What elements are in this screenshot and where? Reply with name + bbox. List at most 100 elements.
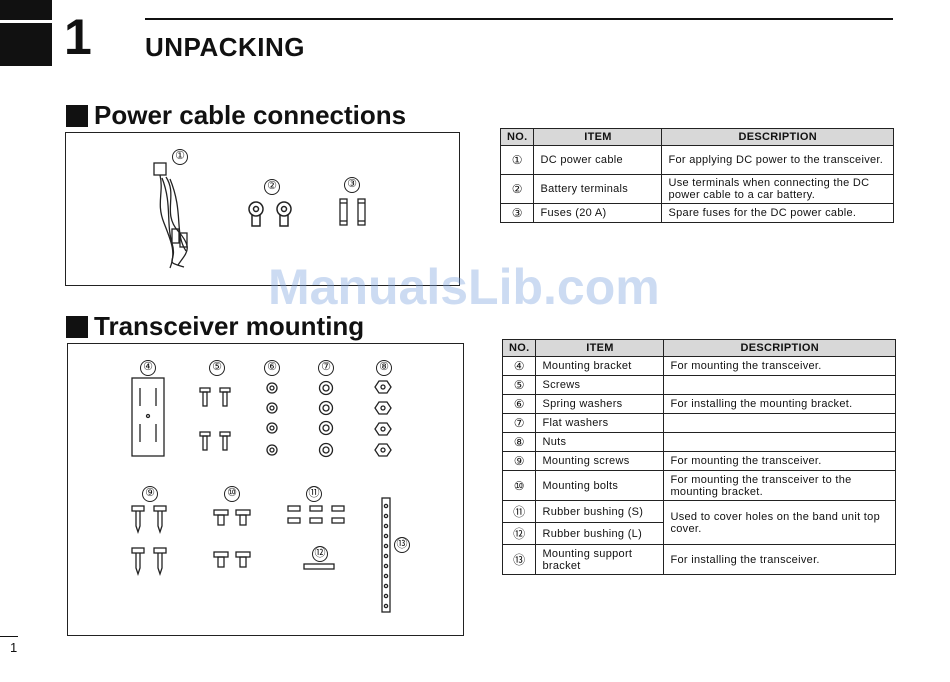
row-item: Battery terminals [533,174,663,204]
row-item: Rubber bushing (L) [535,522,665,545]
callout-11: ⑪ [306,486,322,502]
row-item: Mounting screws [535,451,665,471]
mounting-bolt-icon [213,509,251,568]
row-description: Use terminals when connecting the DC pow… [661,174,894,204]
nut-icon [374,380,392,457]
callout-7: ⑦ [318,360,334,376]
row-description: For mounting the transceiver to the moun… [663,470,896,501]
dc-power-cable-icon [153,162,188,269]
row-no: ⑪ [501,500,537,523]
page-number-rule [0,636,18,637]
row-item: Mounting support bracket [535,544,665,575]
table-row: ⑦ Flat washers [501,413,896,433]
row-description [663,375,896,395]
callout-1: ① [172,149,188,165]
table-row: ⑧ Nuts [501,432,896,452]
power-cable-figure: ① ② ③ [65,132,460,286]
row-description: For applying DC power to the transceiver… [661,145,894,175]
row-no: ⑤ [501,375,537,395]
row-no: ⑬ [501,544,537,575]
callout-6: ⑥ [264,360,280,376]
chapter-number: 1 [64,9,92,65]
row-description: For mounting the transceiver. [663,451,896,471]
mounting-parts-figure: ④ ⑤ ⑥ ⑦ ⑧ ⑨ ⑩ ⑪ ⑫ ⑬ [67,343,464,636]
table-row: ⑫ Rubber bushing (L) [501,522,896,545]
table-row: ② Battery terminals Use terminals when c… [499,174,894,204]
table-header-row: NO. ITEM DESCRIPTION [499,128,894,146]
spring-washer-icon [266,382,278,456]
table-row: ⑬ Mounting support bracket For installin… [501,544,896,575]
row-no: ⑩ [501,470,537,501]
row-item: Rubber bushing (S) [535,500,665,523]
power-cable-table: NO. ITEM DESCRIPTION ① DC power cable Fo… [499,128,894,223]
callout-12: ⑫ [312,546,328,562]
row-item: DC power cable [533,145,663,175]
chapter-tab [0,0,52,66]
page-number: 1 [10,640,18,655]
fuse-icon [339,198,366,226]
mounting-table: NO. ITEM DESCRIPTION ④ Mounting bracket … [501,339,896,575]
row-description [663,413,896,433]
callout-9: ⑨ [142,486,158,502]
row-item: Flat washers [535,413,665,433]
row-description: Spare fuses for the DC power cable. [661,203,894,223]
callout-13: ⑬ [394,537,410,553]
row-no: ⑦ [501,413,537,433]
row-item: Screws [535,375,665,395]
column-header-item: ITEM [535,339,665,357]
column-header-no: NO. [499,128,535,146]
table-row: ⑪ Rubber bushing (S) Used to cover holes… [501,500,896,545]
column-header-description: DESCRIPTION [663,339,896,357]
power-cable-drawing [153,162,366,269]
callout-8: ⑧ [376,360,392,376]
row-no: ⑫ [501,522,537,545]
row-item: Spring washers [535,394,665,414]
table-row: ③ Fuses (20 A) Spare fuses for the DC po… [499,203,894,223]
section-square-icon [66,104,88,127]
watermark: ManualsLib.com [268,259,660,315]
rubber-bushing-large-icon [303,563,335,570]
mounting-parts-drawing [131,377,392,613]
support-bracket-icon [381,497,391,613]
row-description [663,432,896,452]
mounting-screw-icon [131,505,167,577]
row-no: ② [499,174,535,204]
row-description: For installing the transceiver. [663,544,896,575]
mounting-bracket-icon [131,377,165,457]
flat-washer-icon [318,380,334,458]
row-no: ⑥ [501,394,537,414]
row-item: Mounting bolts [535,470,665,501]
row-no: ⑨ [501,451,537,471]
callout-4: ④ [140,360,156,376]
table-header-row: NO. ITEM DESCRIPTION [501,339,896,357]
row-item: Fuses (20 A) [533,203,663,223]
row-no: ⑧ [501,432,537,452]
power-cable-heading: Power cable connections [66,100,406,131]
column-header-no: NO. [501,339,537,357]
table-row: ⑤ Screws [501,375,896,395]
row-no: ③ [499,203,535,223]
row-no: ① [499,145,535,175]
table-row: ① DC power cable For applying DC power t… [499,145,894,175]
row-description: For installing the mounting bracket. [663,394,896,414]
callout-2: ② [264,179,280,195]
chapter-title: UNPACKING [145,32,306,62]
row-item: Mounting bracket [535,356,665,376]
section-square-icon [66,315,88,338]
table-row: ⑩ Mounting bolts For mounting the transc… [501,470,896,501]
row-item: Nuts [535,432,665,452]
row-description: Used to cover holes on the band unit top… [663,500,896,545]
row-no: ④ [501,356,537,376]
row-description: For mounting the transceiver. [663,356,896,376]
callout-10: ⑩ [224,486,240,502]
transceiver-mounting-heading-text: Transceiver mounting [94,311,365,341]
power-cable-heading-text: Power cable connections [94,100,407,130]
transceiver-mounting-heading: Transceiver mounting [66,311,364,342]
column-header-item: ITEM [533,128,663,146]
callout-5: ⑤ [209,360,225,376]
battery-terminal-icon [248,201,292,227]
column-header-description: DESCRIPTION [661,128,894,146]
callout-3: ③ [344,177,360,193]
chapter-rule [145,18,893,20]
table-row: ⑨ Mounting screws For mounting the trans… [501,451,896,471]
